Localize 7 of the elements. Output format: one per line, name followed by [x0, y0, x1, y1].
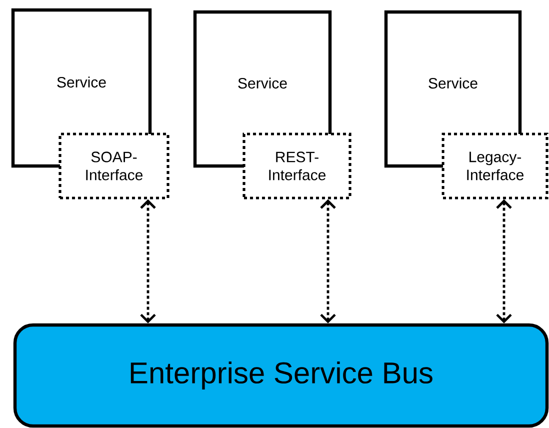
- arrow: [320, 199, 336, 324]
- interface-box: SOAP- Interface: [58, 132, 170, 200]
- interface-box: REST- Interface: [242, 132, 352, 200]
- interface-box: Legacy- Interface: [442, 132, 548, 200]
- arrow: [496, 199, 512, 324]
- arrow: [140, 199, 156, 324]
- bus-box: Enterprise Service Bus: [13, 323, 549, 428]
